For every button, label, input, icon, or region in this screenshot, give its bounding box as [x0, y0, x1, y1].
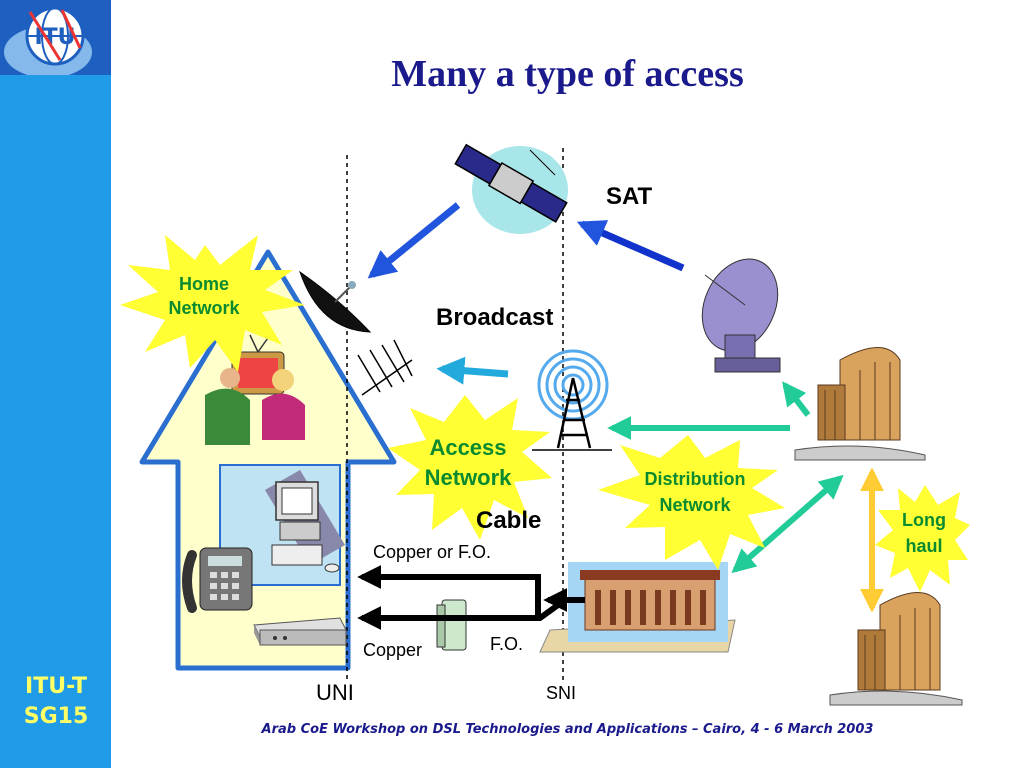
city-buildings-icon-2	[829, 592, 963, 706]
copper-label: Copper	[363, 640, 423, 660]
long-haul-burst	[875, 485, 970, 592]
central-office-building-icon	[539, 562, 736, 653]
set-top-box-icon	[253, 617, 347, 646]
sni-label: SNI	[546, 683, 577, 703]
itu-logo: ITU	[0, 0, 111, 75]
arrow-city-to-uplink	[782, 381, 811, 417]
sat-label: SAT	[606, 183, 653, 210]
badge-line-2: SG15	[23, 704, 89, 729]
page-title: Many a type of access	[391, 53, 744, 95]
sidebar	[0, 0, 111, 768]
uni-label: UNI	[316, 680, 354, 705]
computer-icon	[265, 470, 345, 573]
home-network-label: Home Network	[168, 274, 240, 318]
access-network-label: Access Network	[424, 435, 512, 490]
fo-label: F.O.	[490, 634, 524, 654]
long-haul-label: Long haul	[902, 510, 946, 556]
city-buildings-icon	[794, 347, 926, 461]
distribution-network-burst	[598, 435, 785, 570]
telephone-icon	[182, 547, 253, 613]
cable-label: Cable	[476, 507, 542, 534]
tv-antenna-icon	[357, 339, 413, 396]
access-network-burst	[388, 395, 552, 540]
arrow-sat-to-home	[367, 202, 461, 279]
uplink-dish-icon	[701, 258, 781, 373]
copper-or-fo-label: Copper or F.O.	[373, 542, 492, 562]
arrow-broadcast-to-home	[436, 356, 509, 385]
satellite-dish-icon	[299, 270, 372, 333]
arrow-uplink-to-sat	[576, 220, 685, 272]
broadcast-tower-icon	[532, 349, 612, 451]
slide-footer: Arab CoE Workshop on DSL Technologies an…	[261, 722, 874, 737]
distribution-network-label: Distribution Network	[644, 469, 746, 515]
group-badge: ITU-T SG15	[10, 672, 102, 732]
home-network-burst	[120, 235, 305, 372]
arrow-city-office-bidir	[731, 474, 844, 574]
broadcast-label: Broadcast	[436, 304, 554, 331]
satellite-icon	[454, 143, 568, 234]
modem-icon	[436, 599, 467, 651]
family-watching-tv-icon	[205, 334, 305, 445]
badge-line-1: ITU-T	[25, 674, 87, 699]
